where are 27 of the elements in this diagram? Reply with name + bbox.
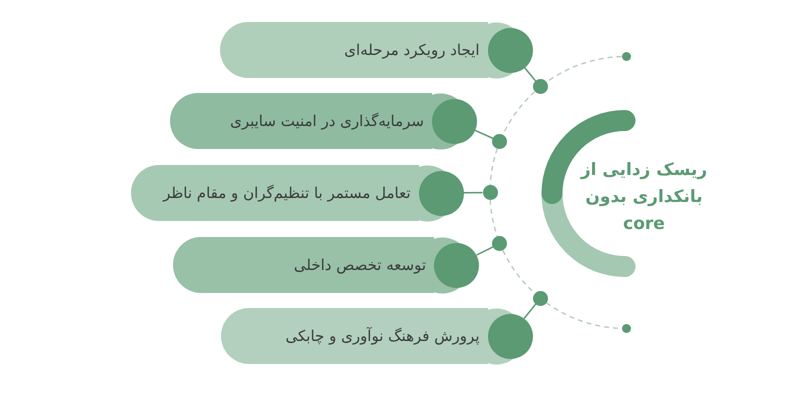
connector-line bbox=[474, 130, 494, 140]
step-pill: ایجاد رویکرد مرحله‌ای bbox=[220, 22, 488, 78]
junction-dot bbox=[532, 79, 548, 94]
connector-line bbox=[476, 246, 494, 256]
dashed-arc bbox=[502, 250, 536, 294]
dashed-arc bbox=[490, 148, 498, 186]
step-circle bbox=[432, 98, 477, 144]
hub-title: ریسک زدایی از بانکداری بدون core bbox=[579, 158, 708, 236]
step-circle bbox=[418, 170, 464, 216]
end-dot bbox=[622, 52, 630, 61]
connector-line bbox=[464, 192, 482, 194]
junction-dot bbox=[482, 185, 498, 200]
junction-dot bbox=[532, 290, 548, 306]
step-circle bbox=[488, 314, 532, 358]
step-circle bbox=[434, 242, 479, 288]
dashed-arc bbox=[490, 200, 498, 237]
step-pill: سرمایه‌گذاری در امنیت سایبری bbox=[170, 93, 432, 149]
step-circle bbox=[488, 28, 532, 72]
step-pill: تعامل مستمر با تنظیم‌گران و مقام ناظر bbox=[131, 165, 418, 221]
step-pill: توسعه تخصص داخلی bbox=[173, 237, 434, 293]
junction-dot bbox=[492, 236, 508, 251]
step-pill: پرورش فرهنگ نوآوری و چابکی bbox=[221, 308, 488, 364]
junction-dot bbox=[492, 134, 508, 150]
connector-line bbox=[524, 66, 536, 82]
connector-line bbox=[524, 304, 536, 319]
dashed-arc bbox=[546, 56, 622, 83]
end-dot bbox=[622, 324, 630, 333]
